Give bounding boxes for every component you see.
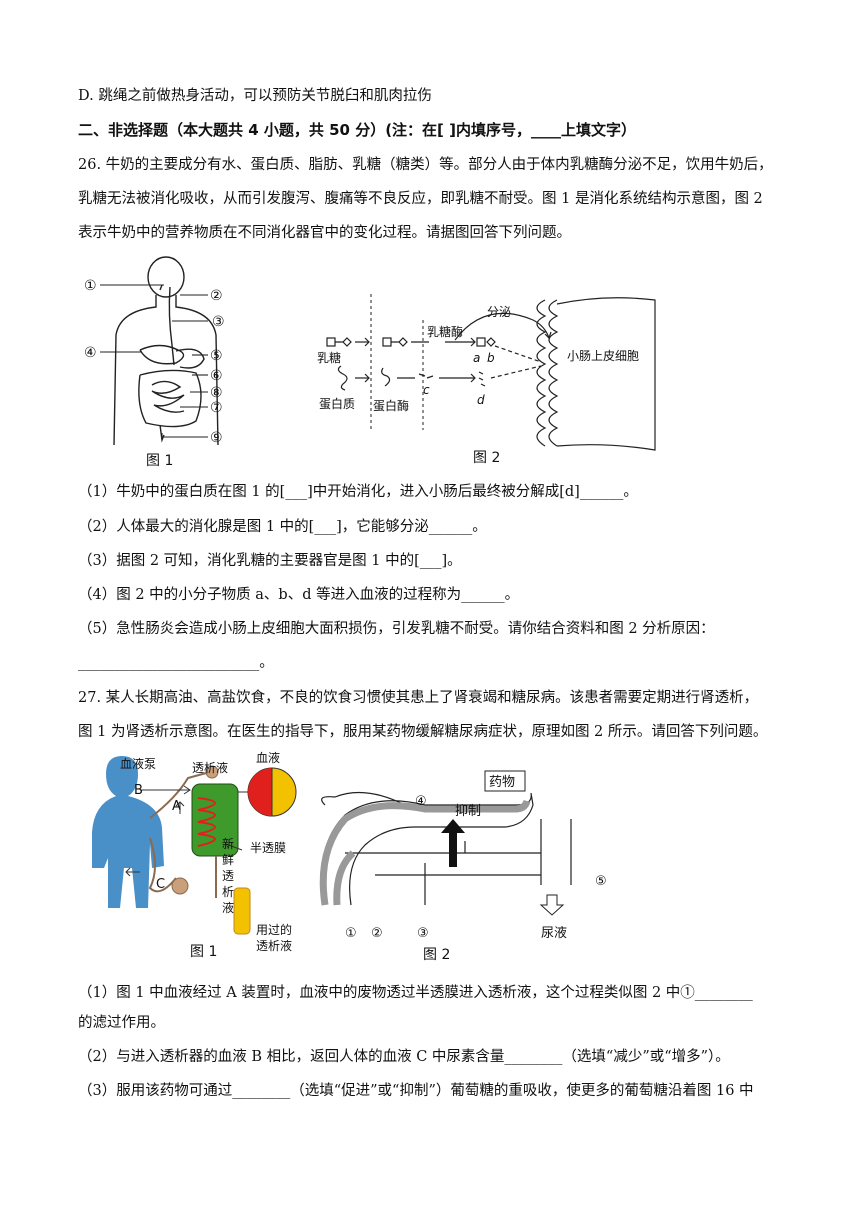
fig2-lactose: 乳糖 — [317, 350, 341, 365]
q26-sub2: （2）人体最大的消化腺是图 1 中的[___]，它能够分泌______。 — [78, 519, 487, 535]
q27-stem-line2: 图 1 为肾透析示意图。在医生的指导下，服用某药物缓解糖尿病症状，原理如图 2 … — [78, 724, 768, 740]
q27-sub1: （1）图 1 中血液经过 A 装置时，血液中的废物透过半透膜进入透析液，这个过程… — [78, 985, 753, 1001]
fig27-1-caption: 图 1 — [190, 944, 217, 960]
fig27-2-n5: ⑤ — [595, 874, 607, 889]
fig2-protein: 蛋白质 — [319, 396, 355, 411]
fig27-1-C: C — [156, 877, 165, 892]
fig27-1-A: A — [172, 799, 181, 814]
q27-fig1-dialysis: 血液泵 透析液 血液 半透膜 A B C 新 鲜 透 析 液 用过的 透析液 图… — [92, 750, 297, 960]
fig27-1-fresh-4: 析 — [222, 885, 234, 899]
fig27-1-B: B — [134, 783, 143, 798]
fig27-2-drug: 药物 — [489, 775, 515, 790]
fig27-2-urine: 尿液 — [541, 926, 567, 941]
fig1-label-9: ⑨ — [210, 430, 223, 446]
q27-fig2-nephron: 药物 抑制 尿液 ① ② ③ ④ ⑤ 图 2 — [319, 770, 607, 963]
fig1-label-7: ⑦ — [210, 400, 223, 416]
fig27-1-dialysate: 透析液 — [192, 760, 228, 775]
fig1-label-3: ③ — [212, 314, 225, 330]
fig2-caption: 图 2 — [473, 450, 500, 466]
fig27-2-n2: ② — [371, 926, 383, 941]
fig1-label-8: ⑧ — [210, 385, 223, 401]
q26-sub1: （1）牛奶中的蛋白质在图 1 的[___]中开始消化，进入小肠后最终被分解成[d… — [78, 484, 638, 500]
fig27-2-n4: ④ — [415, 794, 427, 809]
q26-sub4: （4）图 2 中的小分子物质 a、b、d 等进入血液的过程称为______。 — [78, 587, 520, 603]
q27-sub2: （2）与进入透析器的血液 B 相比，返回人体的血液 C 中尿素含量_______… — [78, 1049, 730, 1065]
fig27-1-membrane: 半透膜 — [250, 841, 286, 855]
fig27-1-fresh-3: 透 — [222, 869, 234, 883]
fig27-1-fresh-5: 液 — [222, 900, 234, 915]
q26-fig2-nutrient-process: 乳糖 蛋白质 蛋白酶 乳糖酶 分泌 a b c d 小肠上皮细胞 图 2 — [317, 294, 656, 466]
fig2-d: d — [477, 393, 485, 407]
fig2-epithelial-cells: 小肠上皮细胞 — [567, 349, 639, 363]
q27-stem-line1: 27. 某人长期高油、高盐饮食，不良的饮食习惯使其患上了肾衰竭和糖尿病。该患者需… — [78, 690, 759, 706]
fig1-label-6: ⑥ — [210, 368, 223, 384]
section-title: 二、非选择题（本大题共 4 小题，共 50 分）(注：在[ ]内填序号，____… — [78, 121, 636, 139]
fig1-label-2: ② — [210, 288, 223, 304]
fig27-1-used-2: 透析液 — [256, 938, 292, 953]
fig27-2-n1: ① — [345, 926, 357, 941]
fig2-protease: 蛋白酶 — [373, 398, 409, 413]
fig27-1-used-1: 用过的 — [256, 922, 292, 937]
patient-figure — [92, 756, 164, 908]
fig27-1-fresh-2: 鲜 — [222, 853, 234, 867]
q26-sub5-blank: _________________________。 — [78, 655, 274, 671]
option-d: D. 跳绳之前做热身活动，可以预防关节脱臼和肌肉拉伤 — [78, 88, 432, 104]
fig27-1-pump: 血液泵 — [120, 756, 156, 771]
q26-sub3: （3）据图 2 可知，消化乳糖的主要器官是图 1 中的[___]。 — [78, 553, 462, 569]
q26-fig1-digestive-system: ① ② ③ ④ ⑤ ⑥ ⑧ ⑦ ⑨ 图 1 — [84, 256, 225, 469]
q27-sub3: （3）服用该药物可通过________（选填“促进”或“抑制”）葡萄糖的重吸收，… — [78, 1083, 754, 1099]
fig1-label-4: ④ — [84, 345, 97, 361]
fig1-label-1: ① — [84, 278, 97, 294]
q26-stem-line3: 表示牛奶中的营养物质在不同消化器官中的变化过程。请据图回答下列问题。 — [78, 225, 571, 241]
fig2-b: b — [487, 351, 495, 365]
fig1-caption: 图 1 — [146, 453, 173, 469]
q26-sub5: （5）急性肠炎会造成小肠上皮细胞大面积损伤，引发乳糖不耐受。请你结合资料和图 2… — [78, 621, 715, 637]
q26-stem-line2: 乳糖无法被消化吸收，从而引发腹泻、腹痛等不良反应，即乳糖不耐受。图 1 是消化系… — [78, 191, 763, 207]
fig27-1-blood: 血液 — [256, 750, 280, 765]
q26-stem-line1: 26. 牛奶的主要成分有水、蛋白质、脂肪、乳糖（糖类）等。部分人由于体内乳糖酶分… — [78, 157, 773, 173]
fig2-secrete: 分泌 — [487, 305, 511, 319]
q27-sub1-cont: 的滤过作用。 — [78, 1015, 165, 1031]
fig2-c: c — [423, 383, 430, 397]
fig27-2-n3: ③ — [417, 926, 429, 941]
fig2-lactase: 乳糖酶 — [427, 324, 463, 339]
fig27-1-fresh-1: 新 — [222, 836, 234, 851]
fig27-2-inhibit: 抑制 — [455, 804, 481, 819]
fig1-label-5: ⑤ — [210, 348, 223, 364]
fig2-a: a — [473, 351, 480, 365]
fig27-2-caption: 图 2 — [423, 947, 450, 963]
